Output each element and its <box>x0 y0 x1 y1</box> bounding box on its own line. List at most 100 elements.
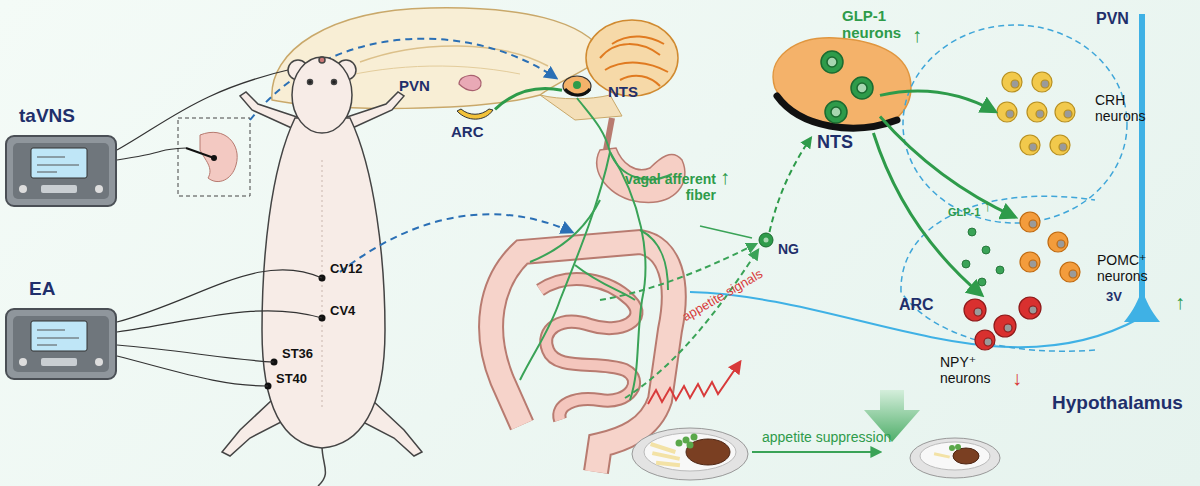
food-plate <box>686 439 730 465</box>
glp1-granule <box>968 228 976 236</box>
rat-illustration <box>222 57 422 486</box>
nodose-ganglion-outline <box>758 232 774 248</box>
crh-neuron <box>1020 135 1040 155</box>
stimulator-device: EA <box>5 308 117 380</box>
food-plate <box>949 445 955 451</box>
crh-neuron <box>1050 135 1070 155</box>
crh-neuron <box>1059 143 1067 151</box>
stimulator-device-outline <box>5 135 117 207</box>
food-plate <box>934 452 950 458</box>
region-label: NTS <box>817 132 853 152</box>
brain-nucleus-outline <box>565 89 590 95</box>
food-plate <box>632 428 748 480</box>
stimulator-device-outline <box>31 321 87 351</box>
npy-neuron <box>984 338 992 346</box>
rat-illustration <box>308 80 313 85</box>
region-label: PVN <box>1096 10 1129 28</box>
crh-neuron <box>1011 80 1019 88</box>
stimulator-device-outline <box>41 358 77 366</box>
rat-illustration <box>292 57 352 133</box>
acupoint-label: ST36 <box>282 347 313 362</box>
nucleus-region-outline <box>895 180 1100 360</box>
npy-neuron <box>964 297 1041 350</box>
fiber-label: vagal afferent fiber <box>612 172 716 203</box>
food-plate <box>644 433 736 471</box>
neuron-group: NPY⁺ neurons↓ <box>960 295 1040 350</box>
electrode-wire <box>117 270 322 386</box>
neuron-label: GLP-1 neurons <box>842 8 922 42</box>
device-label: taVNS <box>19 105 75 126</box>
outcome-label: appetite suppression <box>762 430 891 446</box>
nucleus-region-outline <box>755 28 915 138</box>
brain-boundary <box>690 292 1140 347</box>
neuron-label: CRH neurons <box>1095 93 1165 124</box>
change-arrow: ↑ <box>1175 291 1185 313</box>
leader-line <box>700 226 752 238</box>
neural-projection <box>880 117 1015 218</box>
stimulator-device-outline <box>37 165 79 166</box>
glp1-neuron <box>857 83 867 93</box>
food-plate <box>656 461 680 467</box>
brain-nucleus: ARC <box>455 108 495 122</box>
food-plate <box>910 438 1000 478</box>
glp1-neuron <box>851 77 873 99</box>
stimulator-device-outline <box>37 338 79 339</box>
vagus-nerve <box>575 265 635 300</box>
vagus-nerve <box>520 152 610 380</box>
glp1-granule <box>962 228 1004 286</box>
nodose-ganglion: NG <box>758 232 774 248</box>
stimulator-device-outline <box>37 157 65 158</box>
stimulator-device-outline <box>13 316 109 372</box>
npy-neuron <box>1029 306 1037 314</box>
crh-neuron <box>1002 72 1022 92</box>
neural-projection <box>770 138 811 232</box>
device-label: EA <box>29 278 55 299</box>
brain-nucleus-outline <box>455 72 483 94</box>
glp1-neuron <box>831 107 841 117</box>
brain-sagittal <box>360 46 548 66</box>
npy-neuron <box>1004 324 1012 332</box>
pomc-neuron <box>1020 212 1080 282</box>
food-plate <box>910 438 1000 478</box>
stimulator-device-outline <box>41 185 77 193</box>
signal-zigzag <box>648 362 740 404</box>
third-ventricle <box>1124 290 1160 322</box>
electrode-wire <box>117 270 322 322</box>
change-arrow: ↑ <box>912 24 922 46</box>
glp1-neuron <box>827 57 837 67</box>
rat-illustration <box>322 160 323 410</box>
vagus-nerve <box>577 98 610 152</box>
acupoint-label: CV4 <box>330 304 355 319</box>
brain-nucleus-outline <box>459 75 481 90</box>
rat-illustration <box>240 92 300 130</box>
stimulator-device-outline <box>37 345 57 346</box>
crh-neuron <box>1055 102 1075 122</box>
crh-neuron <box>1027 102 1047 122</box>
food-plate <box>687 442 694 449</box>
stimulation-wire <box>117 148 186 160</box>
neural-projection <box>495 89 562 110</box>
pomc-neuron <box>1020 212 1040 232</box>
acupoint-dot <box>265 275 326 390</box>
crh-neuron <box>997 102 1017 122</box>
stimulator-device-outline <box>37 330 65 331</box>
nucleus-region: NTSGLP-1 neurons↑ <box>755 28 915 138</box>
nucleus-region-outline <box>900 22 1130 227</box>
electrode-wire <box>117 356 268 386</box>
brain-nucleus-outline <box>573 81 581 89</box>
neural-projection <box>873 133 981 295</box>
glp1-granule <box>982 246 990 254</box>
nucleus-region-outline <box>901 196 1095 351</box>
afferent-signal-path <box>625 250 758 398</box>
stimulator-device-outline <box>37 172 57 173</box>
vagus-nerve <box>520 98 672 400</box>
electrode-wire <box>117 345 274 362</box>
change-arrow: ↑ <box>720 166 730 188</box>
outcome-arrow <box>752 451 880 453</box>
pomc-neuron <box>1048 232 1068 252</box>
region-label: ARC <box>899 296 934 314</box>
npy-neuron <box>1019 297 1041 319</box>
hormone-label: GLP-1 <box>948 206 980 218</box>
